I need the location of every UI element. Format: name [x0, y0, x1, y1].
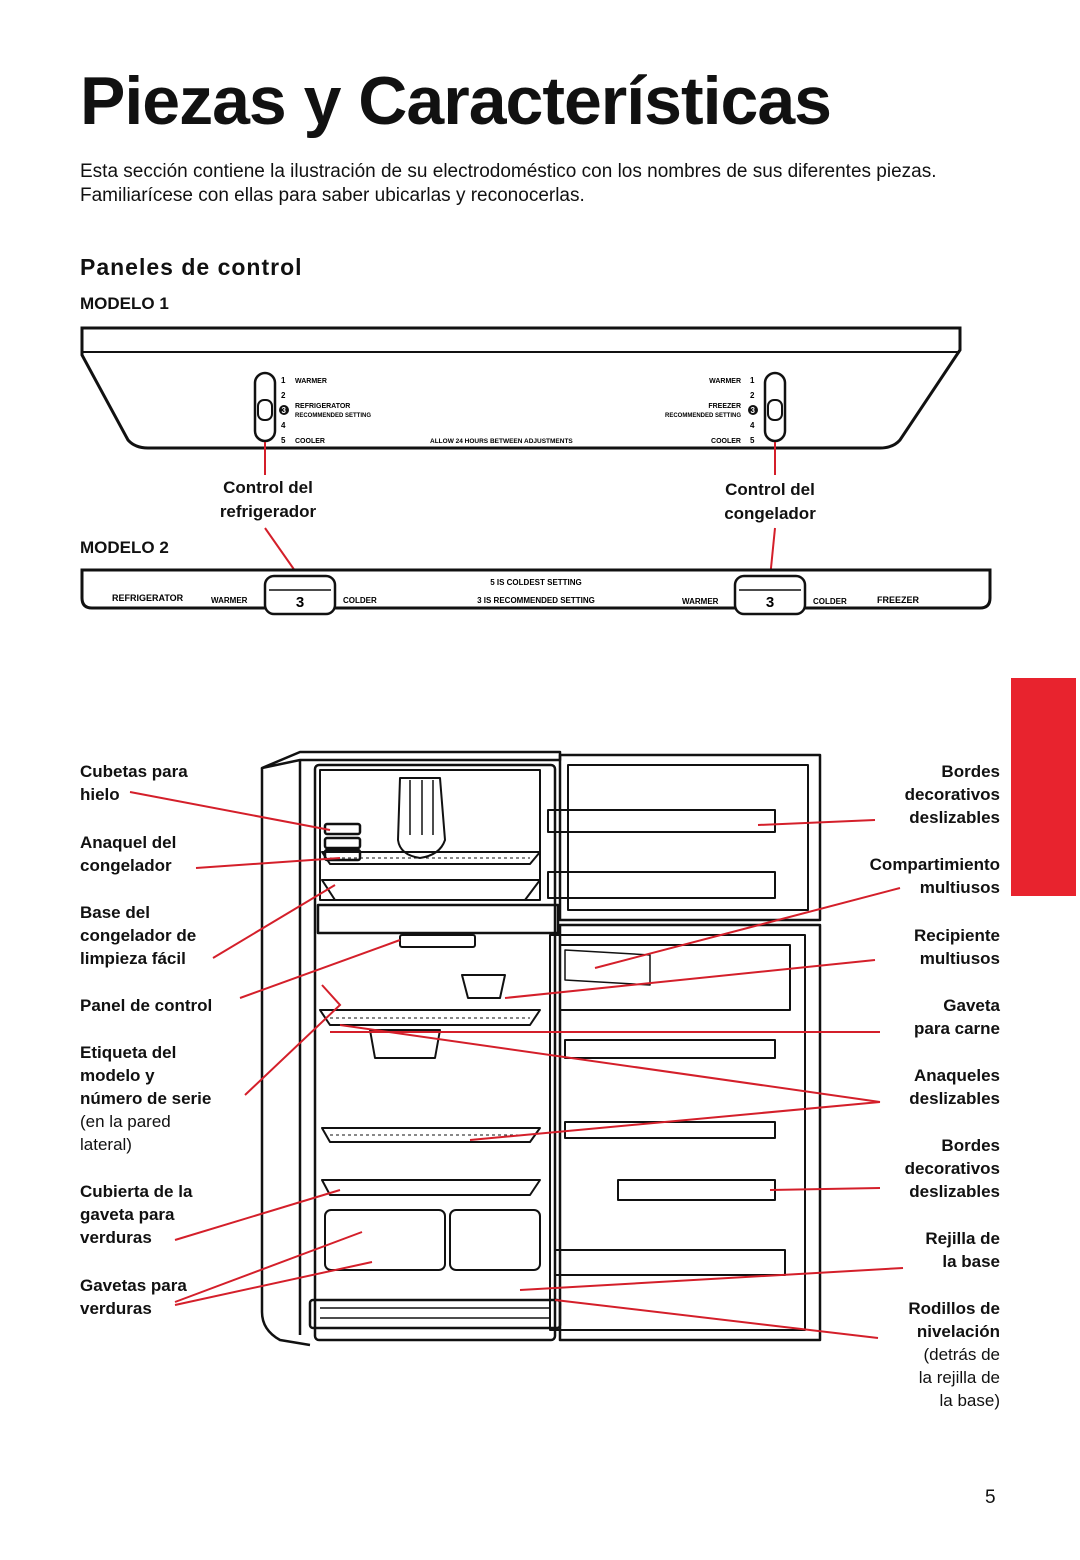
- m2-warmer-left: WARMER: [211, 596, 248, 605]
- left-cooler-label: COOLER: [295, 438, 325, 445]
- page-number: 5: [985, 1487, 996, 1508]
- left-warmer-label: WARMER: [295, 378, 327, 385]
- refrigerator-dial[interactable]: [263, 574, 337, 616]
- scale-number: 2: [750, 391, 755, 400]
- refrigerator-label: REFRIGERATOR: [295, 403, 350, 410]
- m2-refrigerator-label: REFRIGERATOR: [112, 593, 184, 603]
- scale-number: 4: [281, 421, 286, 430]
- scale-number: 3: [751, 406, 756, 415]
- m2-warmer-right: WARMER: [682, 597, 719, 606]
- scale-number: 5: [750, 436, 755, 445]
- right-warmer-label: WARMER: [709, 378, 741, 385]
- m2-colder-left: COLDER: [343, 596, 377, 605]
- section-tab: [1011, 678, 1076, 896]
- scale-number: 4: [750, 421, 755, 430]
- scale-number: 1: [750, 376, 755, 385]
- scale-number: 2: [281, 391, 286, 400]
- recommended-note: 3 IS RECOMMENDED SETTING: [477, 596, 595, 605]
- freezer-dial[interactable]: [733, 574, 807, 616]
- right-cooler-label: COOLER: [711, 438, 741, 445]
- control-panels-diagram: 1 2 3 4 5 WARMER REFRIGERATOR RECOMMENDE…: [80, 326, 992, 616]
- refrigerator-dial-value: 3: [296, 594, 304, 611]
- intro-paragraph: Esta sección contiene la ilustración de …: [80, 161, 937, 206]
- freezer-dial-value: 3: [766, 594, 774, 611]
- coldest-note: 5 IS COLDEST SETTING: [490, 578, 582, 587]
- section-title: Paneles de control: [80, 254, 303, 280]
- m2-freezer-label: FREEZER: [877, 595, 920, 605]
- refrigerator-illustration: [129, 750, 904, 1347]
- right-recommended-label: RECOMMENDED SETTING: [665, 413, 741, 419]
- label-control-panel: Panel de control: [80, 996, 213, 1015]
- m2-colder-right: COLDER: [813, 597, 847, 606]
- adjustment-note: ALLOW 24 HOURS BETWEEN ADJUSTMENTS: [430, 438, 573, 445]
- model1-panel: 1 2 3 4 5 WARMER REFRIGERATOR RECOMMENDE…: [80, 326, 962, 450]
- scale-number: 1: [281, 376, 286, 385]
- scale-number: 3: [282, 406, 287, 415]
- scale-number: 5: [281, 436, 286, 445]
- model2-label: MODELO 2: [80, 538, 169, 557]
- page-title: Piezas y Características: [80, 63, 832, 139]
- model1-label: MODELO 1: [80, 294, 169, 313]
- freezer-label: FREEZER: [708, 403, 741, 410]
- model2-panel: 3 3 REFRIGERATOR WARMER COLDER 5 IS COLD…: [80, 568, 992, 616]
- left-recommended-label: RECOMMENDED SETTING: [295, 413, 371, 419]
